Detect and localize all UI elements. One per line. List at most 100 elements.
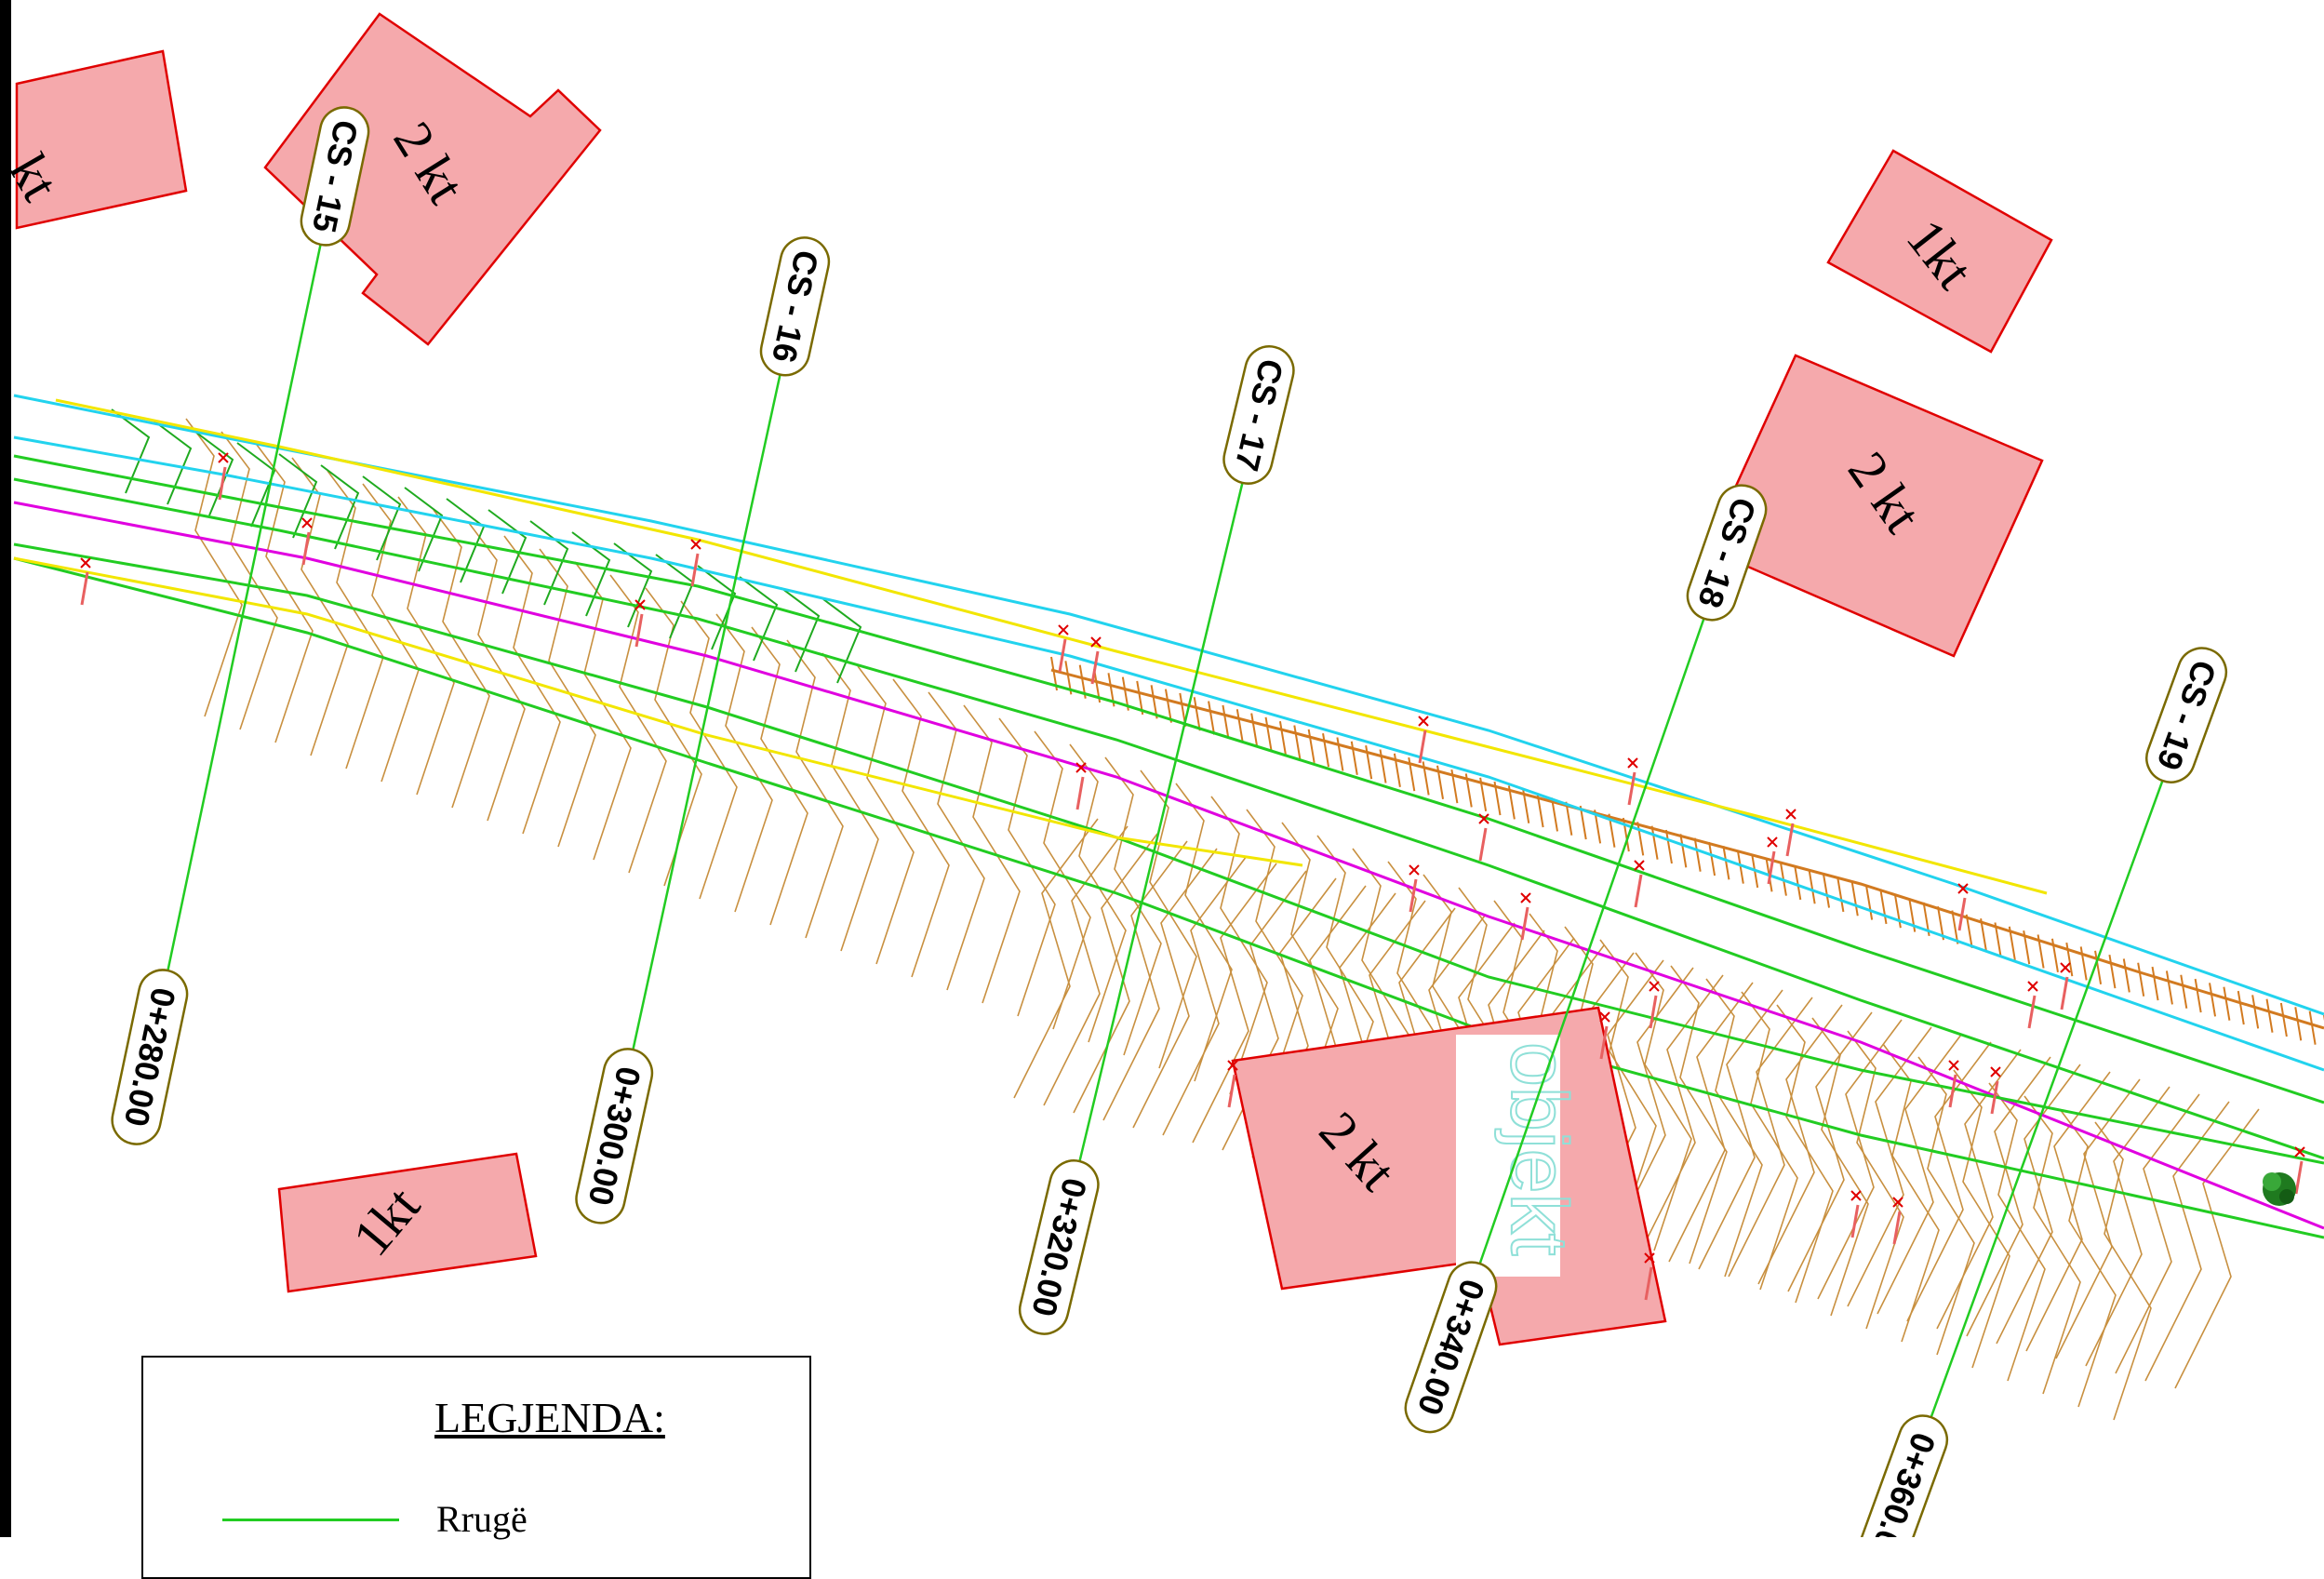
station-tag[interactable]: 0+300.00 — [572, 1045, 657, 1228]
contour-line — [1811, 1017, 1869, 1317]
contour-line — [1988, 1082, 2046, 1382]
contour-line — [1966, 1056, 2051, 1337]
contour-line — [433, 509, 490, 809]
station-tag[interactable]: 0+280.00 — [108, 966, 192, 1149]
slope-tick — [2137, 962, 2145, 997]
contour-line — [1847, 1030, 1904, 1330]
survey-point-marker — [2294, 1146, 2305, 1195]
slope-tick — [1150, 685, 1158, 719]
slope-tick — [1823, 874, 1831, 908]
contour-line — [1599, 939, 1657, 1238]
contour-line — [1140, 769, 1197, 1069]
cross-section-5[interactable]: CS - 19 0+360.00 — [1848, 641, 2233, 1537]
contour-line — [1996, 1064, 2081, 1345]
road-lines — [13, 394, 2324, 1239]
legend-title: LEGJENDA: — [434, 1394, 665, 1441]
survey-point-marker — [1090, 636, 1102, 685]
slope-tick — [1436, 765, 1444, 799]
cross-section-3[interactable]: CS - 17 0+320.00 — [1015, 341, 1299, 1339]
slope-tick — [1408, 756, 1416, 792]
survey-point-marker — [1957, 883, 1969, 931]
building-1[interactable]: kt — [0, 49, 188, 230]
cs-tag[interactable]: CS - 17 — [1219, 341, 1299, 488]
survey-point-marker — [1948, 1060, 1959, 1108]
slope-tick — [1736, 850, 1744, 884]
slope-tick — [1379, 749, 1387, 783]
slope-tick — [2279, 1002, 2288, 1037]
slope-tick — [1994, 922, 2002, 957]
slope-tick — [1350, 741, 1358, 776]
slope-tick — [2050, 938, 2059, 972]
survey-point-marker — [1227, 1060, 1238, 1108]
contour-line — [1757, 1004, 1843, 1285]
slope-tick — [1836, 877, 1845, 913]
contour-line — [539, 548, 596, 848]
survey-point-marker — [80, 557, 91, 606]
contour-line — [963, 704, 1021, 1004]
contour-line — [2023, 1095, 2081, 1395]
cross-section-2[interactable]: CS - 16 0+300.00 — [572, 234, 834, 1228]
green-contour — [697, 565, 737, 650]
contour-line — [291, 457, 349, 756]
road-edge-1 — [13, 454, 2324, 1104]
contour-line — [1787, 1011, 1873, 1292]
slope-tick — [2122, 958, 2130, 993]
slope-tick — [1522, 789, 1530, 823]
contour-line — [1847, 1026, 1932, 1307]
contour-line — [1175, 783, 1233, 1082]
building-4[interactable]: 2 kt — [1705, 354, 2044, 658]
slope-tick — [2180, 974, 2188, 1009]
cross-section-1[interactable]: CS - 150+280.00 — [108, 103, 373, 1149]
contour-line — [1698, 989, 1783, 1270]
contour-line — [1210, 796, 1268, 1095]
contour-line — [397, 496, 455, 796]
survey-point-marker — [1627, 757, 1638, 806]
contour-line — [1104, 756, 1162, 1056]
slope-hatching — [1050, 656, 2324, 1045]
building-2[interactable]: 2 kt — [263, 12, 602, 346]
slope-tick — [1222, 704, 1230, 740]
station-tag[interactable]: 0+360.00 — [1848, 1409, 1954, 1537]
contour-line — [1906, 1041, 1992, 1322]
green-contour — [529, 520, 569, 606]
edge-line-cyan — [13, 394, 2324, 1016]
slope-tick — [1250, 713, 1259, 747]
slope-tick — [1708, 841, 1716, 876]
survey-point-marker — [1599, 1011, 1610, 1060]
survey-point-marker — [1850, 1190, 1862, 1238]
road-edge-2 — [13, 477, 2324, 1160]
green-contour — [320, 464, 360, 550]
survey-point-marker — [1767, 836, 1778, 885]
slope-tick — [1722, 846, 1730, 880]
building-3[interactable]: 1kt — [1826, 149, 2053, 354]
cs-tag[interactable]: CS - 16 — [756, 234, 834, 381]
survey-points — [80, 452, 2305, 1301]
contour-line — [327, 470, 384, 769]
green-contour — [194, 431, 234, 516]
contour-line — [1162, 855, 1248, 1136]
contour-line — [1192, 863, 1277, 1144]
station-tag[interactable]: 0+340.00 — [1399, 1256, 1503, 1439]
contour-line — [1705, 978, 1763, 1278]
slope-tick — [1307, 729, 1316, 764]
station-tag[interactable]: 0+320.00 — [1015, 1156, 1103, 1339]
building-5[interactable]: 1kt — [277, 1152, 538, 1293]
slope-tick — [2165, 970, 2173, 1005]
slope-tick — [1937, 906, 1944, 941]
survey-point-marker — [1418, 716, 1429, 764]
slope-crest — [1050, 668, 2324, 1030]
survey-point-marker — [1634, 860, 1645, 908]
slope-tick — [1293, 725, 1302, 759]
cs-tag[interactable]: CS - 19 — [2140, 641, 2233, 789]
slope-tick — [1479, 777, 1488, 811]
slope-tick — [1493, 781, 1502, 816]
green-contour — [488, 509, 528, 595]
contour-line — [2144, 1101, 2230, 1382]
contour-line — [1073, 833, 1158, 1114]
slope-tick — [1507, 785, 1516, 820]
slope-tick — [1264, 716, 1273, 752]
objekt-watermark-text: objekt — [1494, 1042, 1583, 1256]
green-contour — [739, 576, 779, 662]
contour-line — [1043, 825, 1129, 1106]
